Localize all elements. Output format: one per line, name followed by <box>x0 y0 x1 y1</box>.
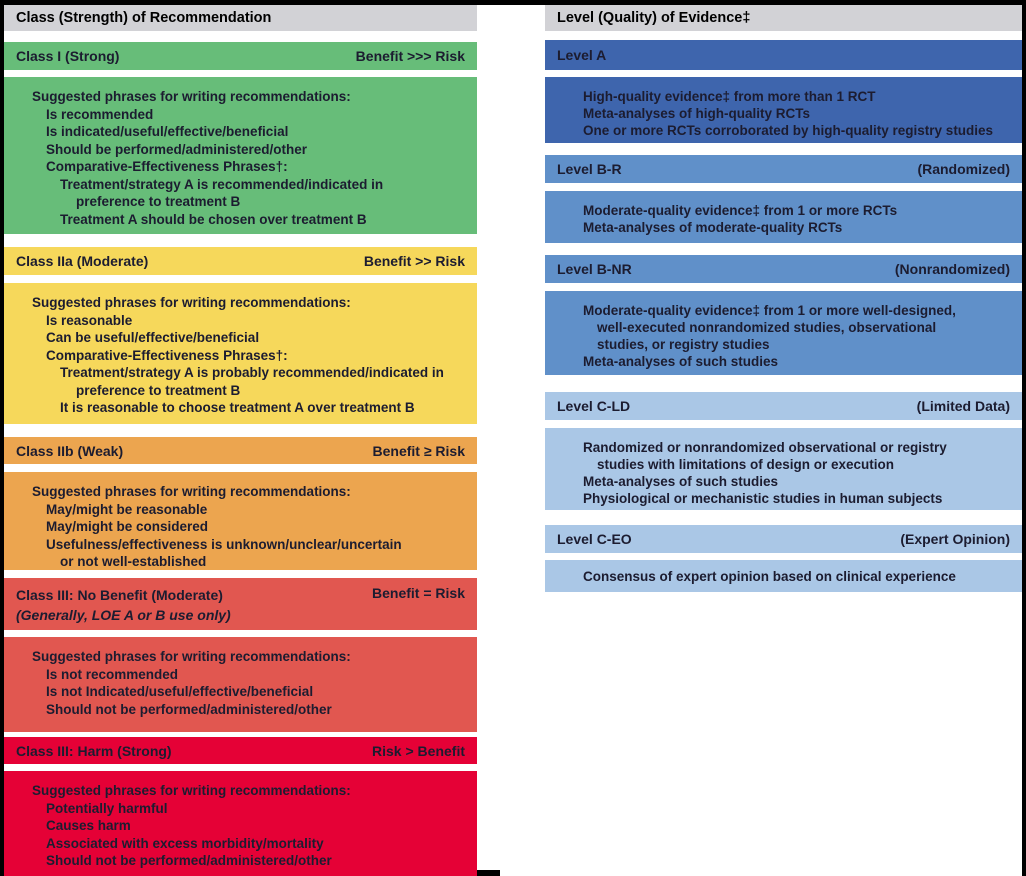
phrase-line: Treatment/strategy A is probably recomme… <box>60 365 444 380</box>
phrase-line: Should not be performed/administered/oth… <box>46 701 332 717</box>
class-iii-harm-title: Class III: Harm (Strong) <box>16 742 172 759</box>
phrase-line: Physiological or mechanistic studies in … <box>583 491 943 506</box>
class-iii-no-benefit-title: Class III: No Benefit (Moderate) <box>16 587 223 603</box>
level-b-r-header: Level B-R (Randomized) <box>545 155 1022 183</box>
phrase-line: Moderate-quality evidence‡ from 1 or mor… <box>583 303 956 318</box>
class-iia-title: Class IIa (Moderate) <box>16 253 149 269</box>
class-i-risk-label: Benefit >>> Risk <box>355 48 465 64</box>
phrase-line: Is reasonable <box>46 312 133 328</box>
frame-right <box>1022 0 1026 876</box>
phrase-line: Can be useful/effective/beneficial <box>46 330 260 345</box>
phrase-line: Treatment/strategy A is recommended/indi… <box>60 176 384 192</box>
phrase-line: May/might be considered <box>46 519 209 534</box>
class-iia-header: Class IIa (Moderate) Benefit >> Risk <box>4 247 477 275</box>
class-i-title: Class I (Strong) <box>16 48 120 64</box>
phrase-line: Comparative-Effectiveness Phrases†: <box>46 159 288 174</box>
phrase-line: well-executed nonrandomized studies, obs… <box>597 320 937 335</box>
phrase-line: Should not be performed/administered/oth… <box>46 853 332 868</box>
level-b-nr-title: Level B-NR <box>557 261 632 277</box>
level-a-title: Level A <box>557 47 607 63</box>
phrase-line: Should be performed/administered/other <box>46 141 308 157</box>
class-of-recommendation-column: Class (Strength) of Recommendation Class… <box>4 5 477 876</box>
level-b-r-body: Moderate-quality evidence‡ from 1 or mor… <box>545 191 1022 243</box>
class-iib-body: Suggested phrases for writing recommenda… <box>4 472 477 570</box>
phrase-line: Comparative-Effectiveness Phrases†: <box>46 347 288 363</box>
phrase-line: Suggested phrases for writing recommenda… <box>32 89 351 104</box>
class-iii-no-benefit-risk-label: Benefit = Risk <box>372 585 465 601</box>
phrase-line: Causes harm <box>46 818 131 833</box>
class-i-header: Class I (Strong) Benefit >>> Risk <box>4 42 477 70</box>
phrase-line: Moderate-quality evidence‡ from 1 or mor… <box>583 203 898 218</box>
phrase-line: or not well-established <box>60 554 207 569</box>
phrase-line: preference to treatment B <box>76 194 241 209</box>
phrase-line: Associated with excess morbidity/mortali… <box>46 835 324 851</box>
level-c-ld-header: Level C-LD (Limited Data) <box>545 392 1022 420</box>
class-iii-no-benefit-subtitle: (Generally, LOE A or B use only) <box>16 607 231 624</box>
phrase-line: May/might be reasonable <box>46 501 208 517</box>
level-b-r-title: Level B-R <box>557 161 622 177</box>
level-b-nr-header: Level B-NR (Nonrandomized) <box>545 255 1022 283</box>
phrase-line: Meta-analyses of such studies <box>583 474 779 489</box>
phrase-line: Is not recommended <box>46 666 179 682</box>
loe-column-header: Level (Quality) of Evidence‡ <box>545 5 1022 31</box>
phrase-line: Randomized or nonrandomized observationa… <box>583 440 947 455</box>
phrase-line: Suggested phrases for writing recommenda… <box>32 295 351 310</box>
level-c-eo-qualifier: (Expert Opinion) <box>900 531 1010 547</box>
class-iib-header: Class IIb (Weak) Benefit ≥ Risk <box>4 437 477 464</box>
class-iii-harm-body: Suggested phrases for writing recommenda… <box>4 771 477 876</box>
phrase-line: preference to treatment B <box>76 382 241 398</box>
level-c-ld-title: Level C-LD <box>557 398 631 414</box>
phrase-line: Is indicated/useful/effective/beneficial <box>46 124 289 139</box>
class-iia-body: Suggested phrases for writing recommenda… <box>4 283 477 424</box>
phrase-line: studies with limitations of design or ex… <box>597 457 895 472</box>
level-a-body: High-quality evidence‡ from more than 1 … <box>545 77 1022 143</box>
phrase-line: studies, or registry studies <box>597 337 770 352</box>
phrase-line: Is recommended <box>46 106 154 122</box>
frame-top <box>0 0 1026 5</box>
phrase-line: Usefulness/effectiveness is unknown/uncl… <box>46 536 402 552</box>
class-iii-harm-risk-label: Risk > Benefit <box>372 742 465 759</box>
cor-column-header: Class (Strength) of Recommendation <box>4 5 477 31</box>
class-iii-harm-header: Class III: Harm (Strong) Risk > Benefit <box>4 737 477 764</box>
phrase-line: Suggested phrases for writing recommenda… <box>32 649 351 664</box>
class-iib-title: Class IIb (Weak) <box>16 442 124 459</box>
phrase-line: Meta-analyses of high-quality RCTs <box>583 106 811 121</box>
phrase-line: Treatment A should be chosen over treatm… <box>60 211 367 227</box>
phrase-line: One or more RCTs corroborated by high-qu… <box>583 123 994 138</box>
loe-column-header-label: Level (Quality) of Evidence‡ <box>557 10 751 26</box>
phrase-line: Meta-analyses of moderate-quality RCTs <box>583 220 843 235</box>
phrase-line: High-quality evidence‡ from more than 1 … <box>583 89 876 104</box>
level-b-r-qualifier: (Randomized) <box>917 161 1010 177</box>
cor-column-header-label: Class (Strength) of Recommendation <box>16 10 272 26</box>
phrase-line: Consensus of expert opinion based on cli… <box>583 569 956 584</box>
level-c-eo-title: Level C-EO <box>557 531 632 547</box>
level-c-ld-qualifier: (Limited Data) <box>916 398 1010 414</box>
class-iib-risk-label: Benefit ≥ Risk <box>372 442 465 459</box>
level-c-eo-body: Consensus of expert opinion based on cli… <box>545 560 1022 592</box>
level-a-header: Level A <box>545 40 1022 70</box>
phrase-line: Potentially harmful <box>46 800 168 816</box>
phrase-line: Is not Indicated/useful/effective/benefi… <box>46 684 314 699</box>
level-b-nr-qualifier: (Nonrandomized) <box>894 261 1010 277</box>
phrase-line: Suggested phrases for writing recommenda… <box>32 783 351 798</box>
level-c-eo-header: Level C-EO (Expert Opinion) <box>545 525 1022 553</box>
level-b-nr-body: Moderate-quality evidence‡ from 1 or mor… <box>545 291 1022 375</box>
frame-left <box>0 0 4 876</box>
level-c-ld-body: Randomized or nonrandomized observationa… <box>545 428 1022 510</box>
class-iii-no-benefit-header: Class III: No Benefit (Moderate) (Genera… <box>4 578 477 630</box>
class-iii-no-benefit-body: Suggested phrases for writing recommenda… <box>4 637 477 732</box>
phrase-line: Meta-analyses of such studies <box>583 354 779 369</box>
class-i-body: Suggested phrases for writing recommenda… <box>4 77 477 234</box>
phrase-line: Suggested phrases for writing recommenda… <box>32 484 351 499</box>
phrase-line: It is reasonable to choose treatment A o… <box>60 400 415 415</box>
level-of-evidence-column: Level (Quality) of Evidence‡ Level A Hig… <box>545 5 1022 592</box>
class-iia-risk-label: Benefit >> Risk <box>363 253 465 269</box>
